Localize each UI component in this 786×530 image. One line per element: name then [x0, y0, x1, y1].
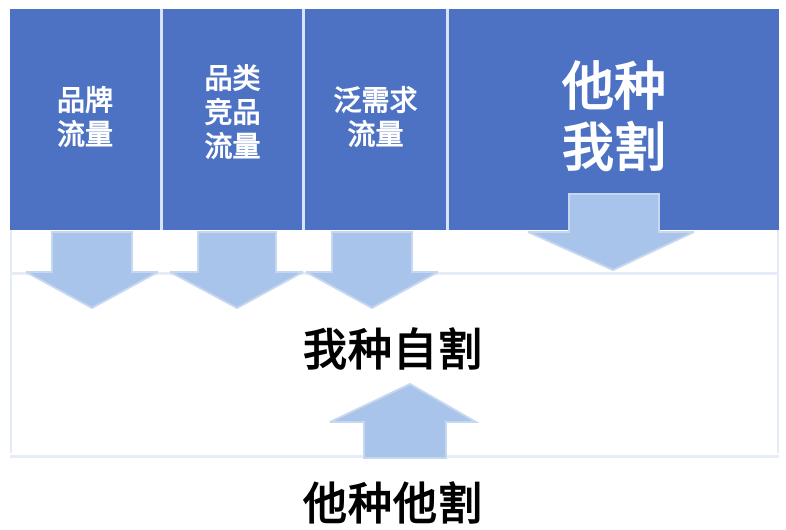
top-label-brand-traffic: 品牌 流量 [56, 84, 113, 152]
down-arrow-icon [25, 231, 159, 310]
down-arrow-icon [305, 231, 439, 310]
divider-3 [446, 9, 449, 230]
up-arrow-icon [329, 382, 480, 459]
top-label-category-competitor-traffic: 品类 竞品 流量 [204, 62, 261, 164]
top-label-others-plant-we-harvest: 他种 我割 [561, 58, 666, 180]
top-label-generic-demand-traffic: 泛需求 流量 [333, 84, 418, 152]
bottom-label-others-plant-others-harvest: 他种他割 [303, 479, 483, 530]
divider-1 [160, 9, 163, 230]
down-arrow-icon [527, 193, 695, 272]
divider-2 [302, 9, 305, 230]
down-arrow-icon [169, 231, 304, 310]
middle-label-we-plant-we-harvest: 我种自割 [303, 325, 483, 376]
